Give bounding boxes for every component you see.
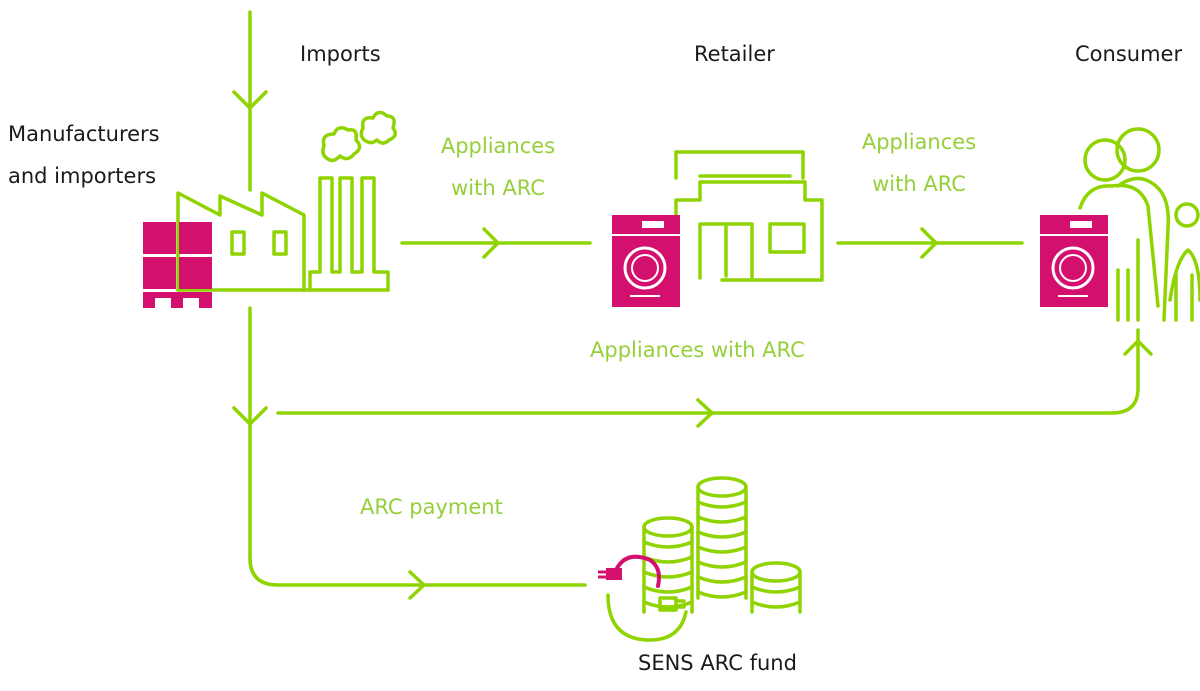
flow2-label-line2: with ARC (872, 172, 966, 196)
family-icon (1078, 127, 1200, 322)
retailer-to-consumer-arrow (836, 227, 1024, 259)
retailer-label: Retailer (694, 42, 775, 66)
factory-to-retailer-arrow (400, 227, 592, 259)
fund-label: SENS ARC fund (638, 651, 797, 675)
direct-consumer-arrow (276, 328, 1153, 428)
payment-label: ARC payment (360, 495, 503, 519)
manufacturers-label-line1: Manufacturers (8, 122, 160, 146)
plug-icon (598, 554, 661, 588)
washing-machine-icon (612, 215, 680, 307)
consumer-label: Consumer (1075, 42, 1183, 66)
factory-icon (176, 110, 397, 292)
flow1-label-line1: Appliances (440, 134, 556, 158)
shop-icon (674, 150, 824, 282)
pallet-boxes-icon (143, 222, 212, 308)
washing-machine-icon (1040, 215, 1108, 307)
imports-label: Imports (300, 42, 381, 66)
coin-stacks-icon (642, 476, 802, 614)
direct-flow-label: Appliances with ARC (590, 338, 805, 362)
manufacturers-label-line2: and importers (8, 164, 157, 188)
recycle-plug-icon (606, 593, 688, 642)
flow1-label-line2: with ARC (451, 176, 545, 200)
flow2-label-line1: Appliances (861, 130, 977, 154)
import-flow-line (232, 10, 587, 600)
